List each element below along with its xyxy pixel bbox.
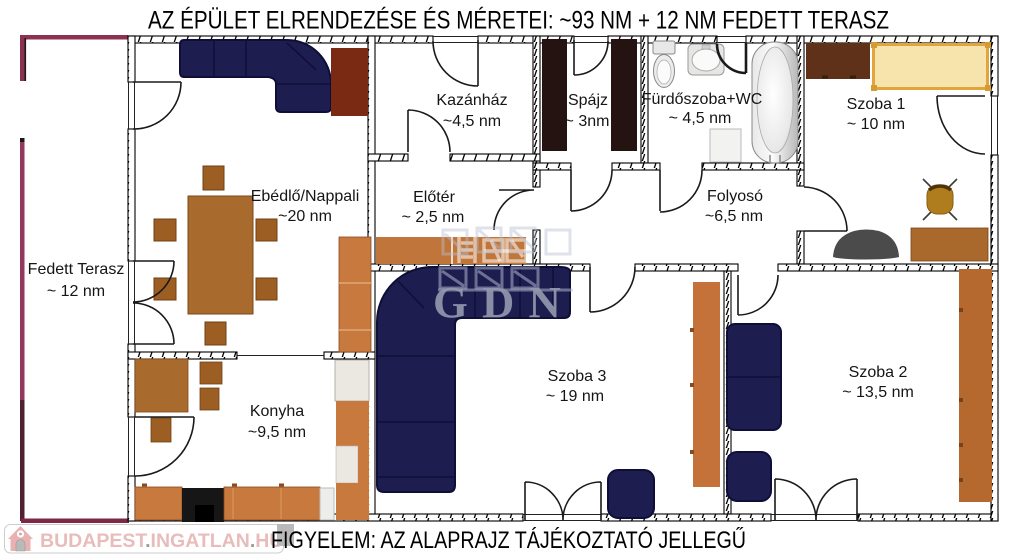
svg-text:Spájz: Spájz [568, 92, 608, 109]
svg-text:GDN: GDN [433, 278, 575, 327]
svg-text:~4,5 nm: ~4,5 nm [443, 113, 501, 130]
svg-text:Szoba 3: Szoba 3 [548, 368, 607, 385]
svg-text:~6,5 nm: ~6,5 nm [705, 208, 763, 225]
svg-text:Előtér: Előtér [413, 189, 455, 206]
svg-text:~9,5 nm: ~9,5 nm [248, 424, 306, 441]
svg-text:Kazánház: Kazánház [436, 92, 507, 109]
svg-text:Ebédlő/Nappali: Ebédlő/Nappali [251, 188, 360, 205]
svg-text:BUDAPEST.INGATLAN.HU: BUDAPEST.INGATLAN.HU [40, 530, 283, 552]
svg-text:~20 nm: ~20 nm [278, 208, 332, 225]
svg-text:FIGYELEM: AZ ALAPRAJZ TÁJÉKOZT: FIGYELEM: AZ ALAPRAJZ TÁJÉKOZTATÓ JELLEG… [271, 527, 746, 554]
svg-text:~ 3nm: ~ 3nm [565, 113, 610, 130]
svg-text:~ 13,5 nm: ~ 13,5 nm [842, 384, 914, 401]
svg-text:~ 12 nm: ~ 12 nm [47, 283, 105, 300]
svg-text:~ 2,5 nm: ~ 2,5 nm [402, 209, 465, 226]
svg-text:Fürdőszoba+WC: Fürdőszoba+WC [642, 91, 763, 108]
svg-text:~ 4,5 nm: ~ 4,5 nm [669, 110, 732, 127]
svg-text:AZ ÉPÜLET ELRENDEZÉSE ÉS MÉRET: AZ ÉPÜLET ELRENDEZÉSE ÉS MÉRETEI: ~93 NM… [148, 6, 889, 35]
svg-text:Konyha: Konyha [250, 403, 304, 420]
svg-text:Szoba 1: Szoba 1 [847, 96, 906, 113]
svg-text:Szoba 2: Szoba 2 [849, 364, 908, 381]
svg-text:~ 19 nm: ~ 19 nm [546, 388, 604, 405]
svg-text:Folyosó: Folyosó [707, 188, 763, 205]
svg-text:~ 10 nm: ~ 10 nm [847, 116, 905, 133]
svg-text:Fedett Terasz: Fedett Terasz [28, 261, 125, 278]
